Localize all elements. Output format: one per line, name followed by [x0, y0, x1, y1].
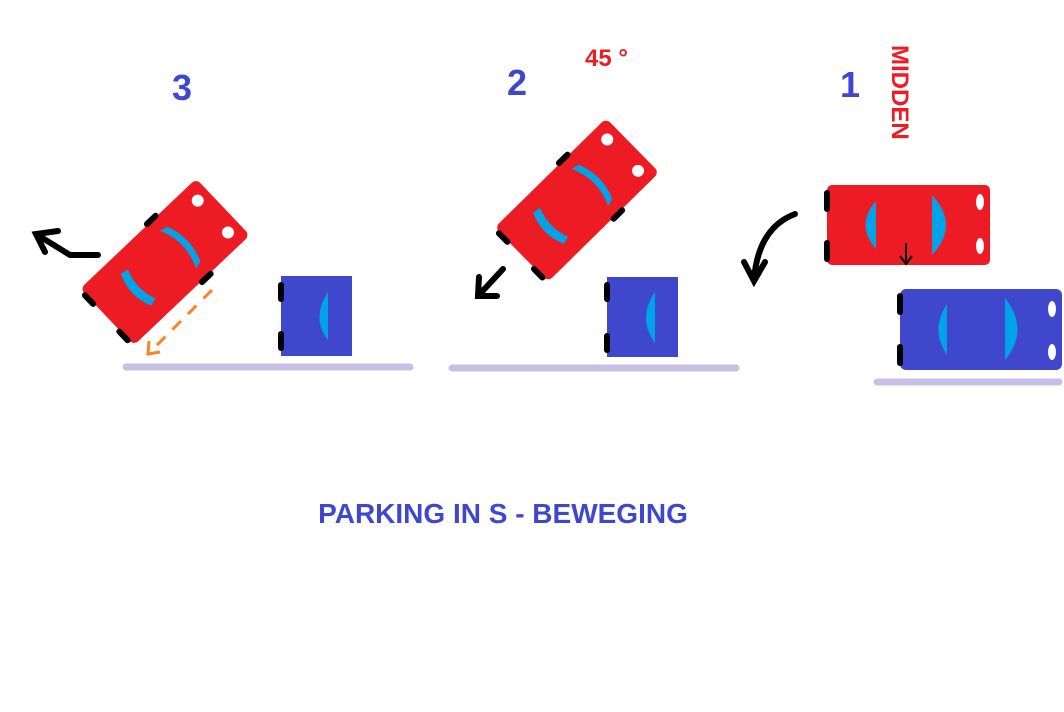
moving-car-3: [81, 181, 248, 344]
midden-label: MIDDEN: [886, 45, 913, 140]
parked-car-3: [278, 276, 352, 356]
angle-label: 45 °: [585, 45, 628, 72]
step-2-number: 2: [507, 62, 527, 103]
moving-car-1: [824, 185, 990, 265]
parked-car-1: [897, 289, 1062, 370]
step-1-number: 1: [840, 64, 860, 105]
curved-arrow-icon: [741, 211, 798, 288]
guide-arrowhead-icon: [146, 340, 161, 356]
parked-car-2: [604, 277, 678, 357]
step-3-number: 3: [172, 67, 192, 108]
down-arrow-icon: [899, 243, 913, 266]
moving-car-2: [495, 120, 657, 281]
diagram-title: PARKING IN S - BEWEGING: [318, 498, 688, 529]
guide-line: [148, 288, 214, 354]
exit-arrow-icon: [31, 228, 101, 258]
reverse-arrow-icon: [474, 266, 506, 299]
